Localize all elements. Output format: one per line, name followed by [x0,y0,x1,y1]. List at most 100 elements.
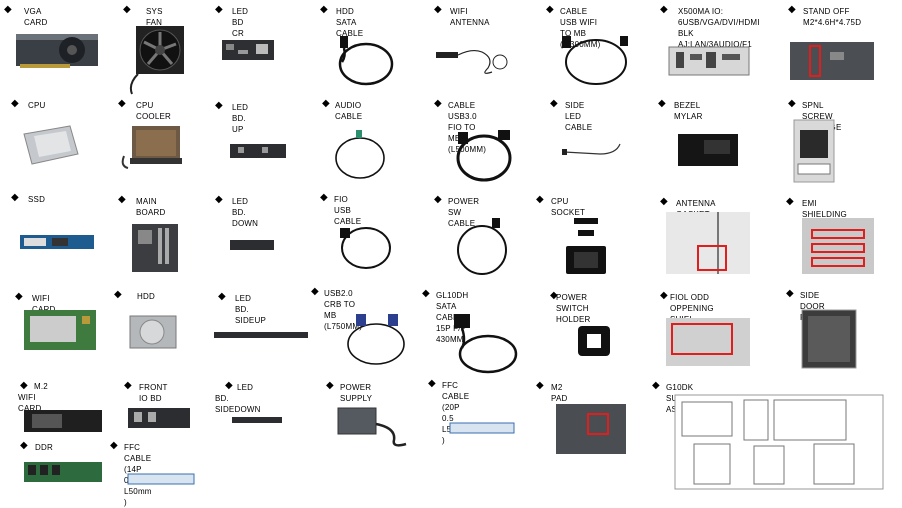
cable-icon [562,36,628,85]
cable-icon [454,314,518,374]
bullet-icon: ◆ [658,98,666,109]
bullet-icon: ◆ [326,380,334,391]
part-label: GL10DH SATA CABLE 15P F/P 430MM [436,291,469,344]
bullet-icon: ◆ [546,4,554,15]
cable-icon [338,36,394,86]
bullet-icon: ◆ [215,4,223,15]
part-label: LED BD. SIDEDOWN [215,383,261,414]
part-label: FRONT IO BD [139,383,168,403]
sys-fan-icon [129,26,184,95]
bullet-icon: ◆ [322,98,330,109]
motherboard-icon [132,224,178,272]
bullet-icon: ◆ [320,192,328,203]
part-label: CPU COOLER [136,101,171,121]
bullet-icon: ◆ [786,288,794,299]
part-label: HDD SATA CABLE [336,7,364,38]
vga-card-icon [16,34,98,68]
bullet-icon: ◆ [11,192,19,203]
bullet-icon: ◆ [11,98,19,109]
part-label: WIFI ANTENNA [450,7,490,27]
bullet-icon: ◆ [110,440,118,451]
bullet-icon: ◆ [660,290,668,301]
hdd-icon [129,315,177,349]
bullet-icon: ◆ [215,100,223,111]
holder-icon [578,326,610,356]
led-board-icon [230,144,286,158]
ddr-icon [24,462,102,482]
bullet-icon: ◆ [660,4,668,15]
bullet-icon: ◆ [118,98,126,109]
side-door-icon [801,309,857,369]
bullet-icon: ◆ [225,380,233,391]
bullet-icon: ◆ [20,440,28,451]
part-label: SYS FAN [146,7,163,27]
io-shield-icon [668,46,750,76]
bullet-icon: ◆ [550,98,558,109]
m2-card-icon [24,410,102,432]
bullet-icon: ◆ [118,194,126,205]
ffc-cable-icon [127,473,195,485]
bullet-icon: ◆ [320,4,328,15]
bullet-icon: ◆ [536,380,544,391]
bullet-icon: ◆ [15,291,23,302]
part-label: WIFI CARD [32,294,56,314]
bullet-icon: ◆ [434,4,442,15]
bullet-icon: ◆ [434,98,442,109]
bullet-icon: ◆ [4,4,12,15]
part-label: FIO USB CABLE [334,195,362,226]
bullet-icon: ◆ [660,196,668,207]
bullet-icon: ◆ [786,196,794,207]
part-label: SIDE LED CABLE [565,101,593,132]
bullet-icon: ◆ [434,194,442,205]
gasket-photo [666,212,750,274]
part-label: LED BD. DOWN [232,197,259,228]
odd-shield-photo [666,318,750,366]
cable-icon [562,143,621,155]
m2-pad-photo [556,404,626,454]
part-label: CABLE USB3.0 FIO TO MB (L500MM) [448,101,487,154]
mylar-icon [678,134,738,166]
part-label: CABLE USB WIFI TO MB (L:300MM) [560,7,601,49]
led-strip-icon [214,332,308,338]
part-label: FFC CABLE (20P 0.5 L50mm ) [442,381,470,445]
part-label: AUDIO CABLE [335,101,363,121]
bullet-icon: ◆ [114,289,122,300]
part-label: M2 PAD [551,383,568,403]
socket-icon [566,218,606,274]
bullet-icon: ◆ [422,288,430,299]
psu-icon [337,407,407,447]
bullet-icon: ◆ [218,291,226,302]
cable-icon [335,130,385,179]
cable-icon [340,227,391,269]
gasket-photo [802,218,874,274]
bullet-icon: ◆ [788,4,796,15]
cable-icon [456,130,512,182]
part-label: CPU SOCKET [551,197,586,217]
standoff-photo [790,42,874,80]
bullet-icon: ◆ [215,194,223,205]
bullet-icon: ◆ [123,4,131,15]
part-label: POWER SWITCH HOLDER [556,293,591,324]
part-label: LED BD. SIDEUP [235,294,266,325]
bullet-icon: ◆ [536,194,544,205]
part-label: SSD [28,195,46,204]
led-strip-icon [232,417,282,423]
bullet-icon: ◆ [311,286,319,297]
bullet-icon: ◆ [652,380,660,391]
part-label: CPU [28,101,46,110]
io-board-icon [128,408,190,428]
screw-package-icon [793,119,835,183]
led-board-icon [230,240,274,250]
part-label: BEZEL MYLAR [674,101,703,121]
part-label: USB2.0 CRB TO MB (L750MM) [324,289,363,331]
assembly-drawing-icon [674,394,884,490]
part-label: POWER SUPPLY [340,383,373,403]
cpu-icon [23,125,79,165]
bullet-icon: ◆ [124,380,132,391]
part-label: LED BD CR [232,7,249,38]
bullet-icon: ◆ [20,380,28,391]
part-label: DDR [35,443,53,452]
wifi-card-icon [24,310,96,350]
ffc-cable-icon [449,422,515,434]
part-label: POWER SW CABLE [448,197,480,228]
